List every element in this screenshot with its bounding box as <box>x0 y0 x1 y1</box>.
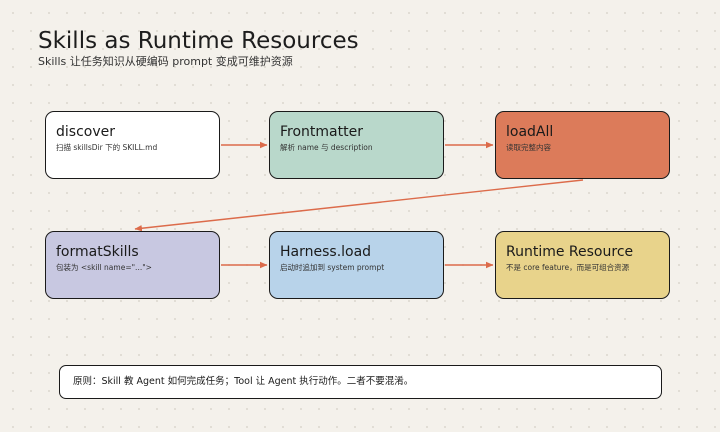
node-title: discover <box>56 124 115 140</box>
page-title: Skills as Runtime Resources <box>38 28 359 54</box>
node-title: Frontmatter <box>280 124 363 140</box>
node-subtitle: 扫描 skillsDir 下的 SKILL.md <box>56 143 158 152</box>
node-formatskills: formatSkills 包装为 <skill name="..."> <box>45 231 220 299</box>
principle-note: 原则：Skill 教 Agent 如何完成任务；Tool 让 Agent 执行动… <box>59 365 662 399</box>
node-discover: discover 扫描 skillsDir 下的 SKILL.md <box>45 111 220 179</box>
node-subtitle: 包装为 <skill name="..."> <box>56 263 152 272</box>
node-title: Runtime Resource <box>506 244 634 260</box>
node-title: loadAll <box>506 124 554 140</box>
node-subtitle: 不是 core feature，而是可组合资源 <box>506 263 630 272</box>
node-title: Harness.load <box>280 244 372 260</box>
arrow-loadall-to-formatskills <box>134 179 584 232</box>
node-loadall: loadAll 读取完整内容 <box>495 111 670 179</box>
node-runtime-resource: Runtime Resource 不是 core feature，而是可组合资源 <box>495 231 670 299</box>
node-subtitle: 启动时追加到 system prompt <box>280 263 385 272</box>
node-subtitle: 解析 name 与 description <box>280 143 373 152</box>
node-harness-load: Harness.load 启动时追加到 system prompt <box>269 231 444 299</box>
page-subtitle: Skills 让任务知识从硬编码 prompt 变成可维护资源 <box>38 55 293 68</box>
node-subtitle: 读取完整内容 <box>506 143 551 152</box>
node-frontmatter: Frontmatter 解析 name 与 description <box>269 111 444 179</box>
node-title: formatSkills <box>56 244 139 260</box>
